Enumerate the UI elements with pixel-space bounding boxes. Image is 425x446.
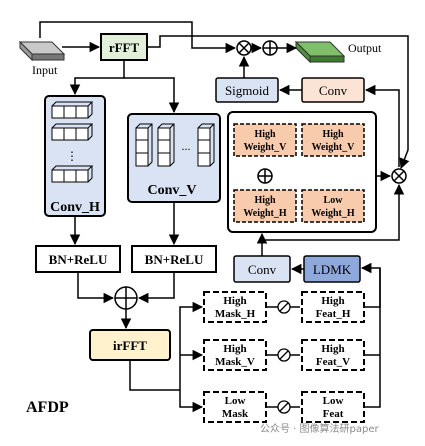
svg-text:Feat: Feat: [323, 408, 344, 420]
svg-text:Mask: Mask: [222, 408, 249, 420]
weight-high-h: High Weight_H: [233, 189, 297, 223]
svg-text:Low: Low: [324, 195, 344, 206]
conv-h-label: Conv_H: [50, 200, 100, 215]
svg-text:Weight_V: Weight_V: [312, 142, 356, 153]
svg-text:High: High: [322, 129, 344, 140]
svg-text:High: High: [223, 295, 246, 307]
feat-low: Low Feat: [301, 391, 365, 423]
svg-text:Weight_H: Weight_H: [243, 208, 287, 219]
conv-v-kernel-icon: [135, 123, 215, 167]
svg-text:High: High: [254, 195, 276, 206]
svg-text:Mask_V: Mask_V: [215, 356, 255, 368]
svg-text:High: High: [321, 295, 344, 307]
input-label: Input: [32, 63, 58, 77]
weight-high-v-1: High Weight_V: [233, 123, 297, 157]
svg-text:Low: Low: [225, 395, 246, 407]
conv-bottom-label: Conv: [248, 262, 277, 277]
bn-relu-left-label: BN+ReLU: [49, 252, 108, 267]
svg-text:Feat_V: Feat_V: [316, 356, 350, 368]
output-feature-map-icon: [294, 40, 346, 64]
add-op-merge: [114, 286, 138, 310]
conv-h-kernel-icon: [51, 101, 94, 183]
feat-high-v: High Feat_V: [301, 339, 365, 371]
weight-high-v-2: High Weight_V: [301, 123, 365, 157]
irfft-label: irFFT: [113, 338, 147, 353]
sigmoid-block: [215, 77, 279, 103]
svg-text:Low: Low: [323, 395, 344, 407]
rfft-label: rFFT: [109, 40, 140, 55]
add-op-weights: [257, 168, 273, 184]
diagram-title: AFDP: [26, 399, 69, 416]
weight-low-h: Low Weight_H: [301, 189, 365, 223]
svg-text:Mask_H: Mask_H: [215, 308, 256, 320]
multiply-op-right: [391, 168, 407, 184]
output-label: Output: [348, 41, 382, 55]
svg-text:High: High: [254, 129, 276, 140]
feat-high-h: High Feat_H: [301, 291, 365, 323]
svg-text:Feat_H: Feat_H: [316, 308, 351, 320]
bn-relu-right-label: BN+ReLU: [145, 252, 204, 267]
conv-v-dots: ...: [182, 139, 191, 153]
conv-h-dots: ⋮: [66, 149, 78, 163]
watermark-text: 公众号 · 图像算法研paper: [260, 422, 380, 435]
sigmoid-label: Sigmoid: [225, 83, 270, 98]
mask-feat-multiply-icons: [277, 300, 291, 414]
mask-low: Low Mask: [203, 391, 267, 423]
svg-text:Weight_V: Weight_V: [244, 142, 288, 153]
add-op-top: [262, 40, 278, 56]
svg-text:High: High: [223, 343, 246, 355]
mask-high-h: High Mask_H: [203, 291, 267, 323]
svg-text:Weight_H: Weight_H: [311, 208, 355, 219]
connections: [39, 21, 410, 413]
multiply-op-top-left: [236, 40, 252, 56]
conv-top-label: Conv: [319, 83, 348, 98]
ldmk-label: LDMK: [313, 262, 352, 277]
input-feature-map-icon: [18, 40, 66, 62]
mask-high-v: High Mask_V: [203, 339, 267, 371]
conv-v-label: Conv_V: [147, 183, 196, 198]
bn-relu-left-block: [35, 245, 121, 273]
svg-text:High: High: [321, 343, 344, 355]
